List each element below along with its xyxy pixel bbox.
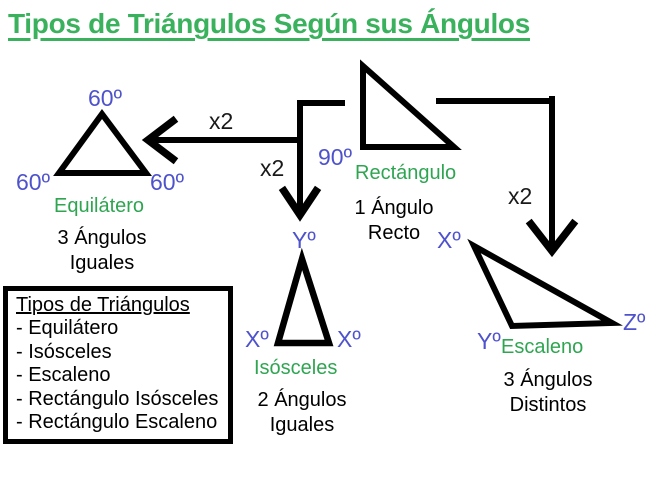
rectangle-description-line2: Recto bbox=[367, 222, 421, 244]
scalene-description-line1: 3 Ángulos bbox=[503, 369, 593, 391]
isosceles-description-line2: Iguales bbox=[269, 414, 335, 436]
scalene-name-label: Escaleno bbox=[501, 336, 584, 358]
scalene-triangle-shape bbox=[467, 238, 623, 330]
equilateral-angle-top-label: 60º bbox=[88, 85, 122, 111]
page-title: Tipos de Triángulos Según sus Ángulos bbox=[8, 8, 530, 39]
equilateral-angle-right-label: 60º bbox=[150, 169, 184, 195]
equilateral-description: 3 Ángulos Iguales bbox=[40, 226, 164, 276]
arrow-to-isosceles-head-icon bbox=[278, 185, 322, 222]
connector-to-scalene bbox=[436, 96, 555, 248]
arrow-to-equilateral-head-icon bbox=[141, 115, 179, 165]
isosceles-angle-right-label: Xº bbox=[337, 326, 361, 352]
legend-item-isosceles: - Isósceles bbox=[16, 340, 112, 363]
legend-item-escaleno: - Escaleno bbox=[16, 364, 111, 387]
rectangle-description-line1: 1 Ángulo bbox=[354, 197, 434, 219]
multiplier-left-label: x2 bbox=[209, 108, 234, 134]
equilateral-angle-left-label: 60º bbox=[16, 169, 50, 195]
scalene-angle-bottom-label: Yº bbox=[477, 328, 501, 354]
rectangle-description: 1 Ángulo Recto bbox=[348, 196, 440, 246]
multiplier-middle-label: x2 bbox=[260, 155, 285, 181]
isosceles-name-label: Isósceles bbox=[254, 357, 338, 379]
scalene-angle-right-label: Zº bbox=[623, 309, 646, 335]
rectangle-name-label: Rectángulo bbox=[355, 162, 457, 184]
isosceles-description: 2 Ángulos Iguales bbox=[248, 388, 356, 438]
legend-item-equilatero: - Equilátero bbox=[16, 317, 119, 340]
equilateral-triangle-shape bbox=[53, 108, 152, 176]
isosceles-angle-left-label: Xº bbox=[245, 326, 269, 352]
equilateral-name-label: Equilátero bbox=[54, 195, 145, 217]
legend-title: Tipos de Triángulos bbox=[16, 294, 190, 316]
rectangle-angle-label: 90º bbox=[318, 144, 352, 170]
legend-box: Tipos de Triángulos - Equilátero - Isósc… bbox=[3, 286, 233, 444]
right-triangle-shape bbox=[360, 59, 462, 150]
arrow-to-scalene-head-icon bbox=[525, 218, 579, 258]
scalene-angle-top-label: Xº bbox=[437, 227, 461, 253]
connector-to-isosceles bbox=[297, 100, 345, 212]
isosceles-description-line1: 2 Ángulos bbox=[257, 389, 347, 411]
legend-list: - Equilátero - Isósceles - Escaleno - Re… bbox=[16, 317, 220, 434]
scalene-description: 3 Ángulos Distintos bbox=[498, 368, 598, 418]
equilateral-description-line1: 3 Ángulos bbox=[57, 227, 147, 249]
scalene-description-line2: Distintos bbox=[509, 394, 587, 416]
equilateral-description-line2: Iguales bbox=[69, 252, 135, 274]
legend-item-rectangulo-isosceles: - Rectángulo Isósceles bbox=[16, 387, 219, 410]
multiplier-right-label: x2 bbox=[508, 183, 533, 209]
legend-item-rectangulo-escaleno: - Rectángulo Escaleno bbox=[16, 411, 218, 434]
isosceles-angle-top-label: Yº bbox=[292, 227, 316, 253]
isosceles-triangle-shape bbox=[273, 247, 334, 347]
